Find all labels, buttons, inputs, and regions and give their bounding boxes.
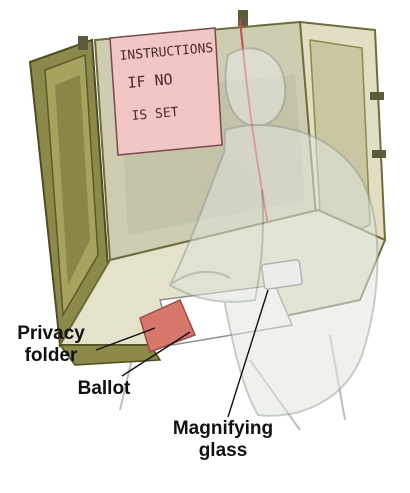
privacy-folder-label-line-2: folder — [6, 345, 96, 367]
privacy-folder-label-line-1: Privacy — [6, 323, 96, 345]
instructions-sign: INSTRUCTIONS IF NO IS SET — [110, 28, 222, 155]
privacy-folder-label: Privacy folder — [6, 323, 96, 367]
magnifying-glass-label-line-1: Magnifying — [138, 418, 308, 440]
ballot-label: Ballot — [64, 378, 144, 400]
magnifying-glass-label-line-2: glass — [138, 440, 308, 462]
magnifying-glass-label: Magnifying glass — [138, 418, 308, 462]
